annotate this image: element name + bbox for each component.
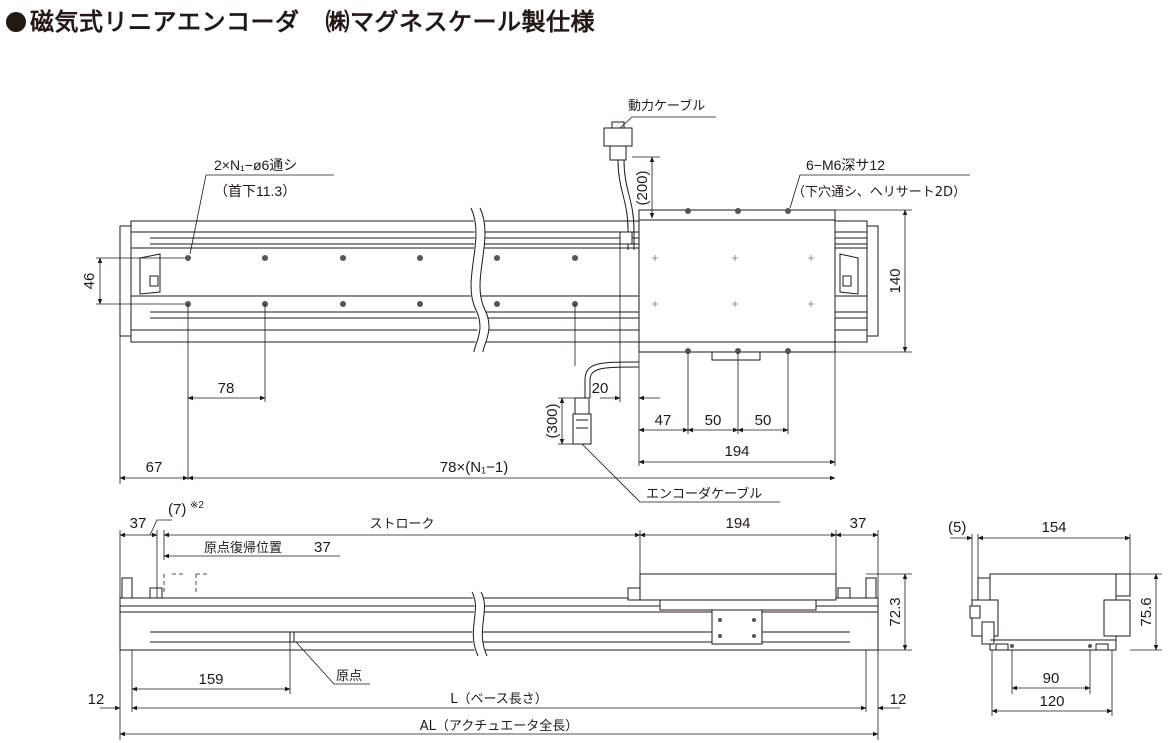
dim-12-left: 12 bbox=[88, 691, 105, 708]
dim-90: 90 bbox=[1043, 670, 1060, 687]
side-carriage bbox=[639, 573, 837, 601]
dim-194-top: 194 bbox=[724, 443, 749, 460]
side-view-dimensions bbox=[100, 519, 912, 740]
right-end-plate bbox=[865, 225, 879, 337]
note-mark: ※2 bbox=[190, 500, 204, 511]
dim-120: 120 bbox=[1039, 693, 1064, 710]
dim-7: (7) bbox=[168, 501, 186, 518]
dim-5: (5) bbox=[948, 519, 966, 536]
dim-78: 78 bbox=[218, 380, 235, 397]
side-view bbox=[119, 573, 879, 659]
dim-67: 67 bbox=[146, 459, 163, 476]
table-center-marks bbox=[652, 255, 814, 307]
dim-37-left: 37 bbox=[130, 515, 147, 532]
dim-20: 20 bbox=[592, 380, 609, 397]
dim-194-side: 194 bbox=[725, 515, 750, 532]
right-holes-label: 6−M6深サ12 bbox=[806, 157, 885, 173]
dim-159: 159 bbox=[198, 671, 223, 688]
left-end-plate bbox=[119, 225, 133, 337]
home-return-label: 原点復帰位置 bbox=[204, 540, 282, 556]
end-view-dimensions bbox=[950, 534, 1162, 716]
title-maker: ㈱マグネスケール製仕様 bbox=[325, 8, 595, 36]
dim-72-3: 72.3 bbox=[887, 597, 904, 626]
overall-length-label: AL（アクチュエータ全長） bbox=[420, 718, 579, 734]
encoder-head bbox=[711, 609, 763, 645]
end-view bbox=[969, 573, 1131, 651]
title-main: 磁気式リニアエンコーダ bbox=[30, 8, 300, 36]
dim-200: (200) bbox=[634, 170, 651, 205]
left-holes-label: 2×N₁−ø6通シ bbox=[214, 157, 297, 173]
top-view-dimensions bbox=[96, 116, 970, 503]
dim-50a: 50 bbox=[705, 412, 722, 429]
encoder-cable-label: エンコーダケーブル bbox=[646, 486, 762, 502]
dim-47: 47 bbox=[655, 412, 672, 429]
left-holes-note: （首下11.3） bbox=[214, 183, 296, 199]
stroke-label: ストローク bbox=[369, 517, 434, 532]
dim-12-right: 12 bbox=[890, 691, 907, 708]
bullet-icon bbox=[6, 12, 26, 32]
home-return-dim: 37 bbox=[314, 539, 331, 556]
origin-label: 原点 bbox=[336, 669, 362, 684]
table-tapped-holes bbox=[685, 208, 791, 354]
page-title: 磁気式リニアエンコーダ㈱マグネスケール製仕様 bbox=[6, 2, 595, 37]
dim-pitch: 78×(N₁−1) bbox=[440, 459, 508, 476]
dim-75-6: 75.6 bbox=[1138, 597, 1155, 626]
mount-holes-top bbox=[185, 255, 578, 307]
dim-140: 140 bbox=[887, 268, 904, 293]
slider-table bbox=[638, 217, 836, 343]
dim-37-right: 37 bbox=[850, 515, 867, 532]
dim-46: 46 bbox=[81, 273, 98, 290]
base-length-label: L（ベース長さ） bbox=[450, 692, 548, 707]
right-holes-note: （下穴通シ、ヘリサート2D） bbox=[792, 185, 966, 200]
dim-154: 154 bbox=[1041, 519, 1066, 536]
top-view bbox=[119, 121, 879, 445]
encoder-connector bbox=[574, 397, 590, 415]
power-cable-label: 動力ケーブル bbox=[628, 98, 705, 114]
dim-50b: 50 bbox=[755, 412, 772, 429]
dim-300: (300) bbox=[544, 403, 561, 438]
power-connector bbox=[603, 127, 633, 147]
